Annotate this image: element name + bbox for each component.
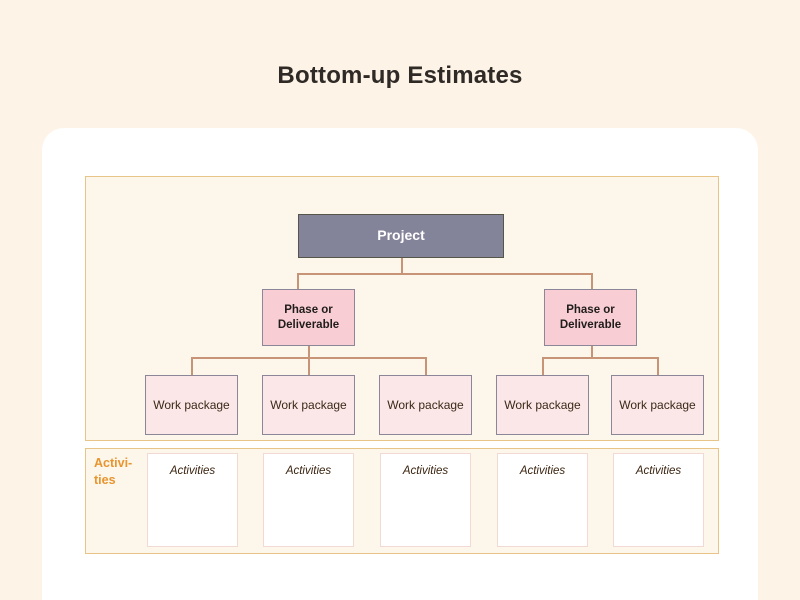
connector-to-work-4 xyxy=(542,357,544,376)
node-work-package-2-label: Work package xyxy=(270,397,347,412)
node-phase-1[interactable]: Phase or Deliverable xyxy=(262,289,355,346)
node-work-package-5-label: Work package xyxy=(619,397,696,412)
node-activities-1-label: Activities xyxy=(169,465,216,477)
connector-to-work-1 xyxy=(191,357,193,376)
activities-row-label: Activi- ties xyxy=(94,455,142,489)
connector-to-work-3 xyxy=(425,357,427,376)
node-activities-2[interactable]: Activities xyxy=(263,453,354,547)
node-activities-2-label: Activities xyxy=(285,465,332,477)
node-activities-5-label: Activities xyxy=(635,465,682,477)
node-project[interactable]: Project xyxy=(298,214,504,258)
node-activities-4-label: Activities xyxy=(519,465,566,477)
node-phase-2-label: Phase or Deliverable xyxy=(559,304,622,331)
connector-to-phase-1 xyxy=(297,273,299,290)
node-activities-4[interactable]: Activities xyxy=(497,453,588,547)
node-phase-2[interactable]: Phase or Deliverable xyxy=(544,289,637,346)
node-work-package-3-label: Work package xyxy=(387,397,464,412)
connector-to-phase-2 xyxy=(591,273,593,290)
node-work-package-1-label: Work package xyxy=(153,397,230,412)
connector-project-stem xyxy=(401,258,403,274)
node-phase-1-label: Phase or Deliverable xyxy=(277,304,340,331)
node-work-package-4[interactable]: Work package xyxy=(496,375,589,435)
node-activities-3-label: Activities xyxy=(402,465,449,477)
connector-phase1-stem xyxy=(308,345,310,358)
connector-phase2-stem xyxy=(591,345,593,358)
connector-to-work-5 xyxy=(657,357,659,376)
node-work-package-1[interactable]: Work package xyxy=(145,375,238,435)
activities-row-label-line-1: Activi- xyxy=(94,456,133,470)
node-activities-3[interactable]: Activities xyxy=(380,453,471,547)
node-work-package-4-label: Work package xyxy=(504,397,581,412)
node-work-package-2[interactable]: Work package xyxy=(262,375,355,435)
connector-project-bus xyxy=(297,273,593,275)
node-work-package-5[interactable]: Work package xyxy=(611,375,704,435)
connector-to-work-2 xyxy=(308,357,310,376)
page-title: Bottom-up Estimates xyxy=(277,62,523,89)
node-project-label: Project xyxy=(377,227,425,244)
connector-phase2-bus xyxy=(542,357,658,359)
node-activities-1[interactable]: Activities xyxy=(147,453,238,547)
activities-row-label-line-2: ties xyxy=(94,472,116,487)
node-work-package-3[interactable]: Work package xyxy=(379,375,472,435)
node-activities-5[interactable]: Activities xyxy=(613,453,704,547)
